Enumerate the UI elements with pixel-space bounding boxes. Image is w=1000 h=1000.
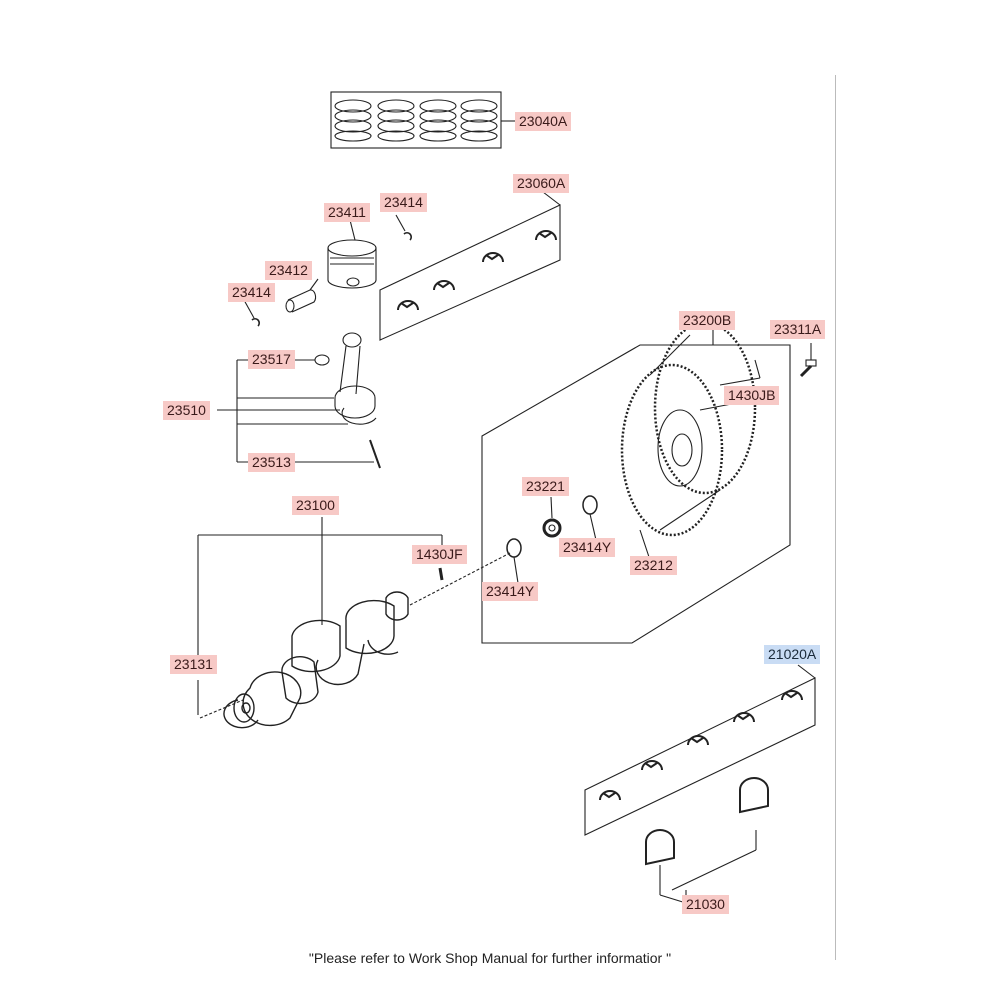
piston-pin — [285, 289, 317, 313]
footer-note: "Please refer to Work Shop Manual for fu… — [308, 950, 672, 966]
part-label-23100[interactable]: 23100 — [292, 496, 339, 515]
part-label-21030[interactable]: 21030 — [682, 895, 729, 914]
part-label-23040A[interactable]: 23040A — [515, 112, 572, 131]
rod-bearing-set — [379, 191, 561, 341]
part-label-23510[interactable]: 23510 — [163, 401, 210, 420]
part-label-23311A[interactable]: 23311A — [770, 320, 826, 339]
pilot-bearing — [542, 496, 562, 538]
piston-ring-stack-1 — [334, 99, 372, 142]
part-label-23221[interactable]: 23221 — [522, 477, 569, 496]
part-label-23414-top[interactable]: 23414 — [380, 193, 427, 212]
main-bearing-set — [584, 664, 816, 904]
part-label-23131[interactable]: 23131 — [170, 655, 217, 674]
part-label-21020A[interactable]: 21020A — [764, 645, 821, 664]
part-label-23212[interactable]: 23212 — [630, 556, 677, 575]
piston-ring-stack-4 — [460, 99, 498, 142]
part-label-23060A[interactable]: 23060A — [513, 174, 570, 193]
piston-ring-set — [330, 91, 516, 149]
part-label-23414Y-a[interactable]: 23414Y — [559, 538, 616, 557]
piston-assembly — [243, 214, 413, 327]
flywheel-group — [481, 321, 817, 644]
connecting-rod — [217, 332, 381, 469]
part-label-23517[interactable]: 23517 — [248, 350, 295, 369]
crankshaft — [197, 517, 511, 729]
page-divider — [835, 75, 836, 960]
piston-ring-stack-3 — [419, 99, 457, 142]
part-label-23414Y-b[interactable]: 23414Y — [482, 582, 539, 601]
piston-ring-stack-2 — [377, 99, 415, 142]
part-label-1430JB[interactable]: 1430JB — [724, 386, 780, 405]
part-label-1430JF[interactable]: 1430JF — [412, 545, 467, 564]
part-label-23412[interactable]: 23412 — [265, 261, 312, 280]
part-label-23513[interactable]: 23513 — [248, 453, 295, 472]
part-label-23414-left[interactable]: 23414 — [228, 283, 275, 302]
flywheel — [620, 321, 757, 537]
part-label-23411[interactable]: 23411 — [324, 203, 370, 222]
flywheel-bolt — [799, 343, 817, 378]
part-label-23200B[interactable]: 23200B — [679, 311, 736, 330]
